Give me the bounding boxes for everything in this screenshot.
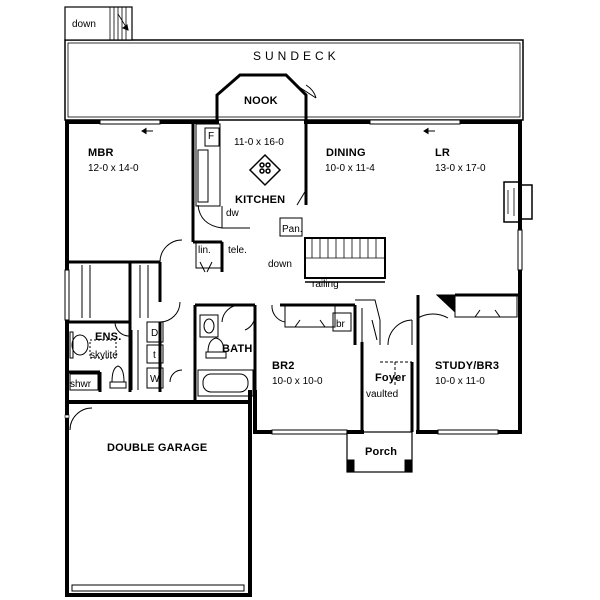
kitchen-door <box>296 189 307 206</box>
deck-stairs-label: down <box>72 19 96 30</box>
tele-label: tele. <box>228 245 247 256</box>
room-br2-dim: 10-0 x 10-0 <box>272 376 323 387</box>
pantry-label: Pan. <box>282 224 303 235</box>
nook-door <box>295 84 317 99</box>
dryer-label: D <box>151 328 158 339</box>
room-bath: BATH <box>222 343 253 355</box>
room-mbr-dim: 12-0 x 14-0 <box>88 163 139 174</box>
room-garage: DOUBLE GARAGE <box>107 442 207 454</box>
room-foyer-note: vaulted <box>366 389 398 400</box>
stairs-label: down <box>268 259 292 270</box>
bath-fixtures <box>197 314 254 397</box>
washer-label: W <box>150 374 160 385</box>
dishwasher-label: dw <box>226 208 240 219</box>
ensuite-fixtures <box>69 321 130 391</box>
linen-label: lin. <box>198 245 211 256</box>
broom-closet-label: br <box>336 319 346 330</box>
laundry-fixtures <box>131 321 164 390</box>
room-ensuite-note: skylite <box>90 350 118 361</box>
deck-stairs <box>64 6 133 41</box>
fireplace <box>503 181 533 223</box>
room-ensuite: ENS. <box>95 331 121 343</box>
shower-label: shwr <box>70 379 92 390</box>
room-porch: Porch <box>365 446 397 458</box>
sundeck <box>64 39 524 121</box>
sundeck-label: SUNDECK <box>253 49 340 63</box>
nook-bay <box>215 73 308 122</box>
room-foyer: Foyer <box>375 372 406 384</box>
porch <box>346 431 413 473</box>
kitchen-counters <box>195 123 303 237</box>
room-study-dim: 10-0 x 11-0 <box>435 376 485 387</box>
stairs <box>304 237 386 283</box>
room-dining: DINING <box>326 147 366 159</box>
kitchen-island <box>248 153 282 187</box>
mbr-closet <box>81 265 149 318</box>
room-lr: LR <box>435 147 450 159</box>
windows <box>64 119 523 592</box>
garage-entry <box>69 407 93 431</box>
linen-closet <box>195 241 223 273</box>
foyer-details <box>355 299 413 385</box>
railing-label: railing <box>312 279 339 290</box>
fridge-label: F <box>208 131 214 142</box>
room-dining-dim: 10-0 x 11-4 <box>325 163 375 174</box>
study-closet <box>417 294 518 319</box>
room-nook: NOOK <box>244 95 278 107</box>
room-study: STUDY/BR3 <box>435 360 499 372</box>
room-br2: BR2 <box>272 360 295 372</box>
exterior-walls <box>65 120 522 597</box>
room-nook-dim: 11-0 x 16-0 <box>234 137 284 148</box>
room-kitchen: KITCHEN <box>235 194 285 206</box>
room-lr-dim: 13-0 x 17-0 <box>435 163 486 174</box>
tub-label: t <box>153 350 156 361</box>
slider-arrows <box>141 127 435 135</box>
br2-closet <box>284 304 352 332</box>
room-mbr: MBR <box>88 147 114 159</box>
